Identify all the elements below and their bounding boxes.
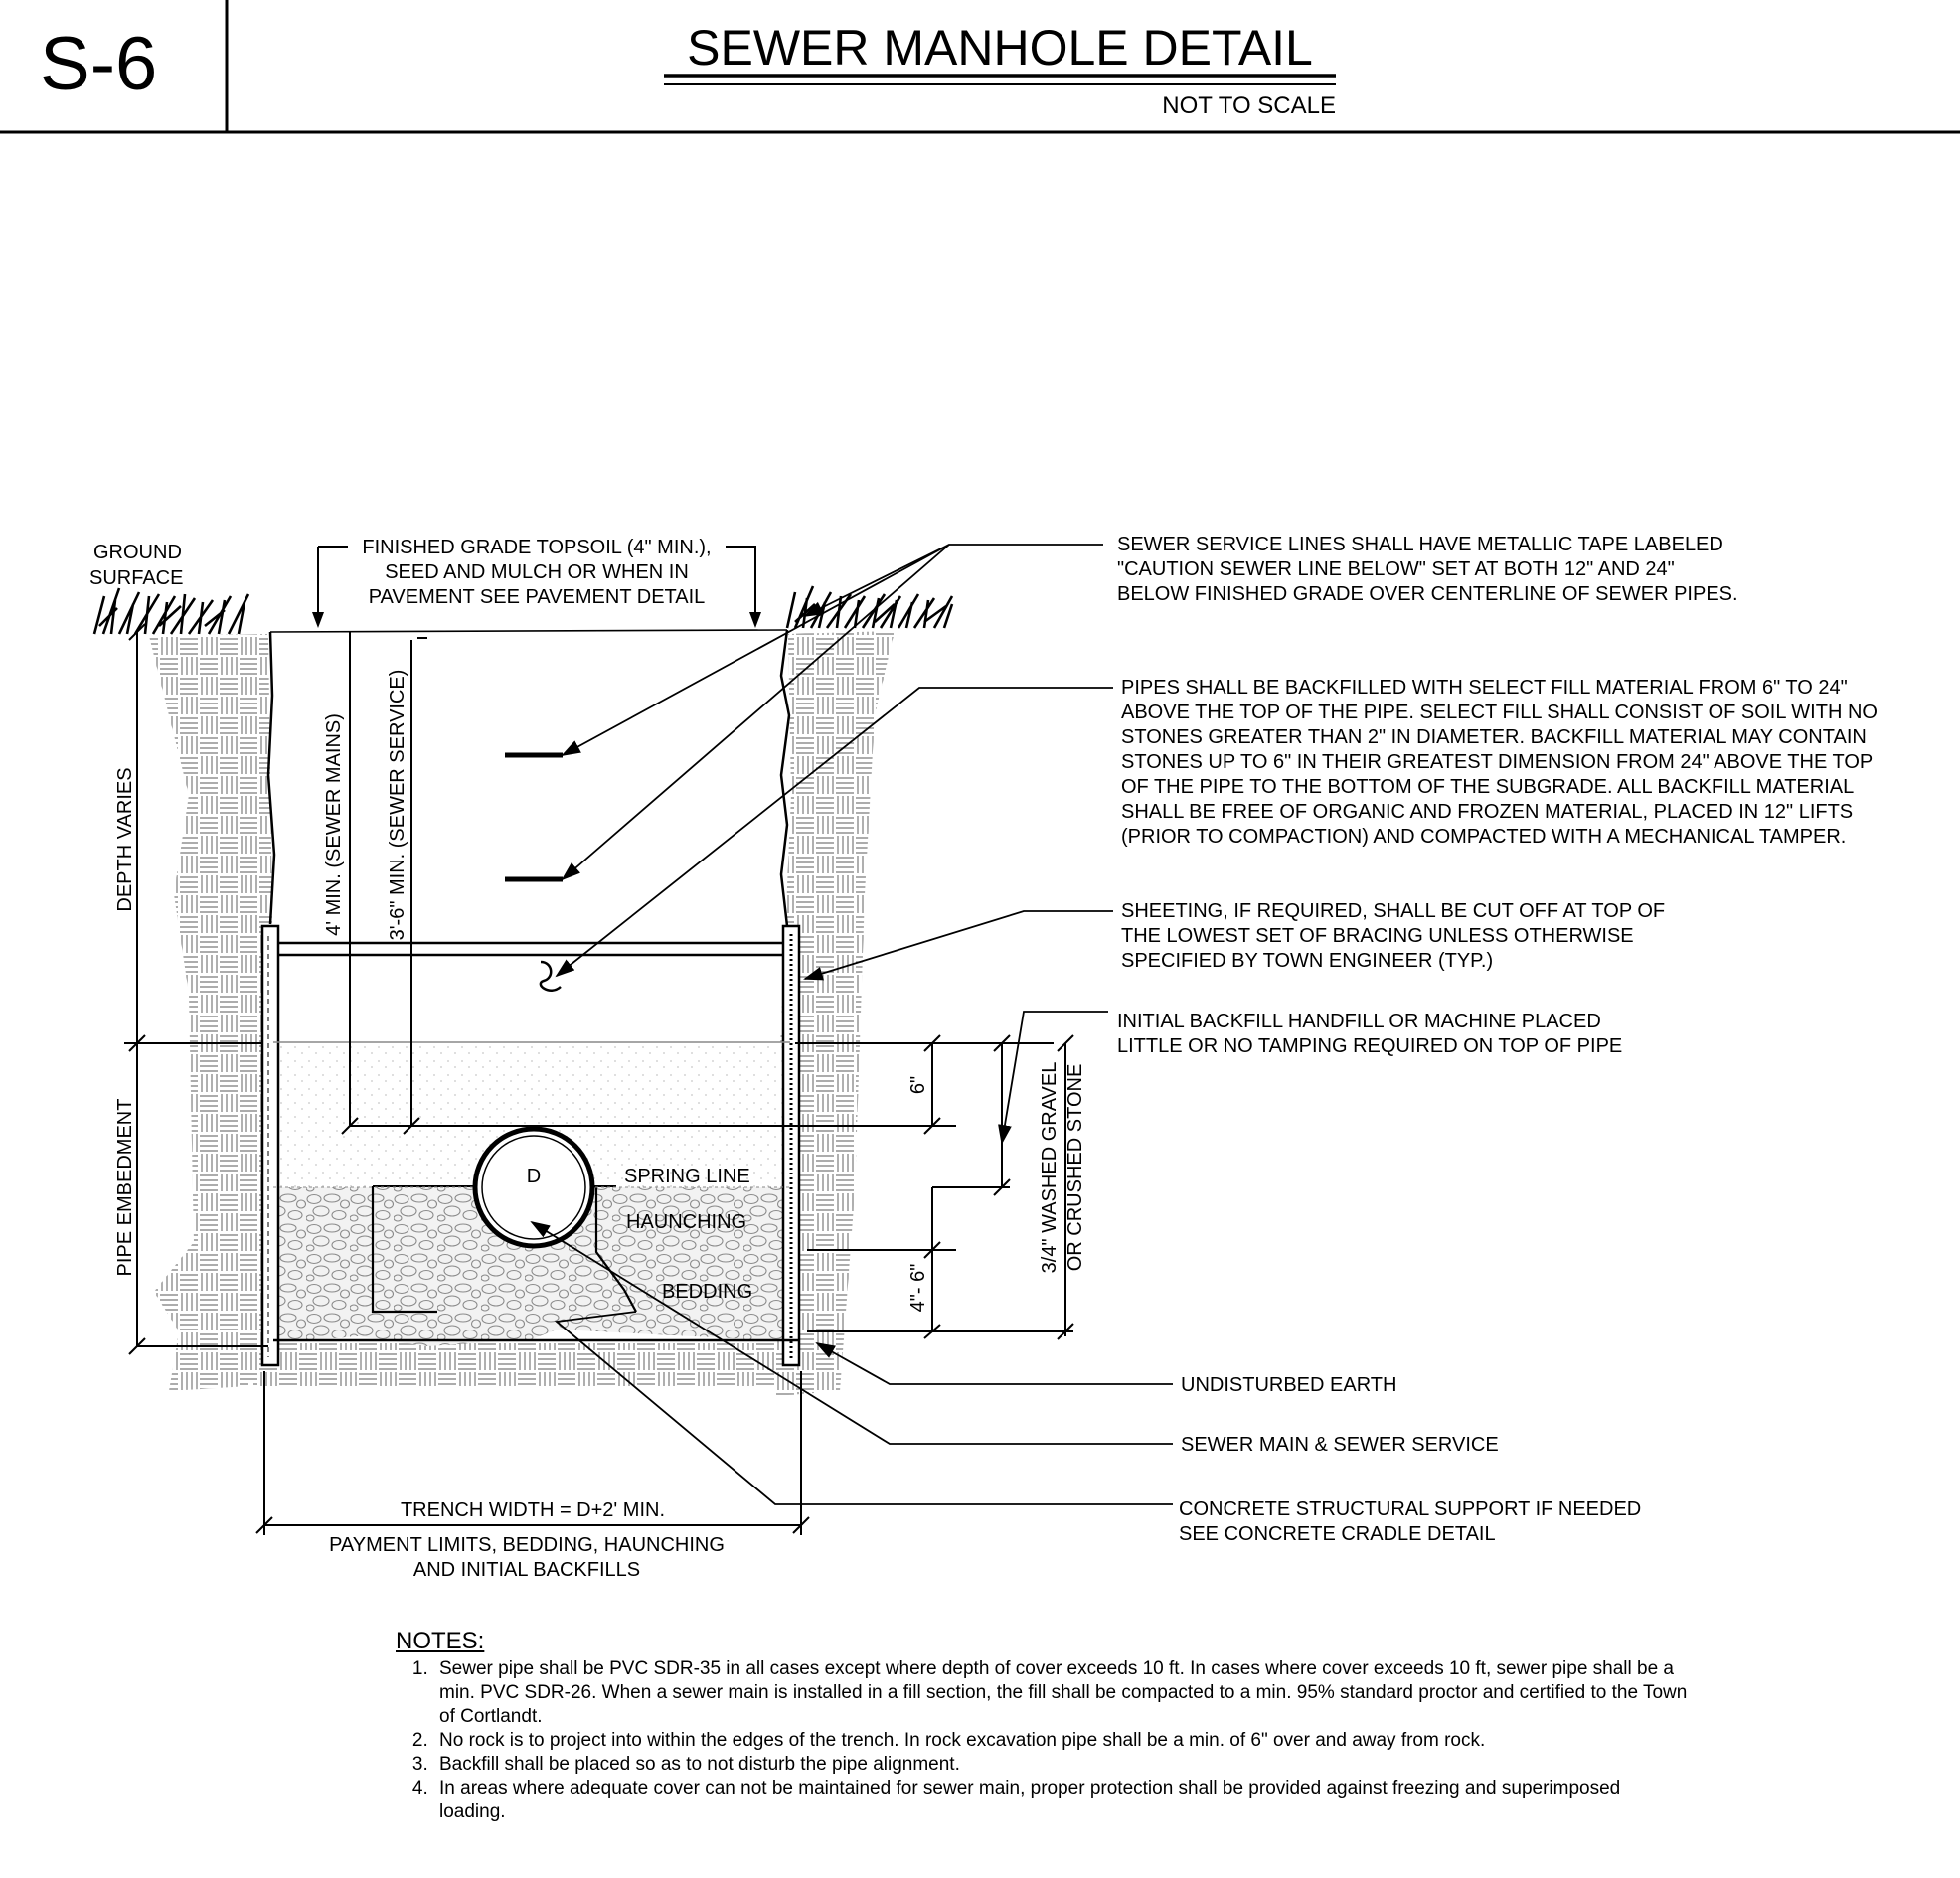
spring-line-label: SPRING LINE (624, 1166, 750, 1187)
washed-gravel-label-1: 3/4" WASHED GRAVEL (1039, 1062, 1061, 1274)
leader-lines (530, 544, 1173, 1505)
notes-title: NOTES: (396, 1628, 485, 1654)
grass-left (92, 587, 250, 635)
haunching-label: HAUNCHING (626, 1211, 746, 1233)
min-sewer-service-label: 3'-6" MIN. (SEWER SERVICE) (387, 670, 408, 941)
metallic-tape-note-2: "CAUTION SEWER LINE BELOW" SET AT BOTH 1… (1117, 558, 1675, 580)
backfill-note-5: OF THE PIPE TO THE BOTTOM OF THE SUBGRAD… (1121, 776, 1854, 798)
dimension-arrowheads (312, 612, 761, 628)
dim-4-6-label: 4"- 6" (907, 1264, 929, 1313)
payment-limits-label-1: PAYMENT LIMITS, BEDDING, HAUNCHING (329, 1534, 725, 1556)
sewer-main-note: SEWER MAIN & SEWER SERVICE (1181, 1434, 1499, 1456)
note-item: No rock is to project into within the ed… (433, 1729, 1688, 1753)
initial-backfill-note-1: INITIAL BACKFILL HANDFILL OR MACHINE PLA… (1117, 1011, 1601, 1032)
washed-gravel-label-2: OR CRUSHED STONE (1064, 1064, 1086, 1272)
trench-wall-left (266, 631, 276, 925)
concrete-support-note-1: CONCRETE STRUCTURAL SUPPORT IF NEEDED (1179, 1498, 1641, 1520)
metallic-tape-note-3: BELOW FINISHED GRADE OVER CENTERLINE OF … (1117, 583, 1738, 605)
left-earth (149, 634, 272, 1391)
backfill-note-3: STONES GREATER THAN 2" IN DIAMETER. BACK… (1121, 726, 1867, 748)
bedding-label: BEDDING (662, 1281, 752, 1303)
note-item: Backfill shall be placed so as to not di… (433, 1753, 1688, 1777)
title-block: S-6 SEWER MANHOLE DETAIL NOT TO SCALE (0, 0, 1960, 134)
notes-list: Sewer pipe shall be PVC SDR-35 in all ca… (396, 1657, 1688, 1824)
backfill-note-2: ABOVE THE TOP OF THE PIPE. SELECT FILL S… (1121, 702, 1878, 723)
drawing-labels: GROUND SURFACE FINISHED GRADE TOPSOIL (4… (89, 537, 1086, 1581)
pipe-diameter-label: D (527, 1166, 541, 1187)
trench-width-label: TRENCH WIDTH = D+2' MIN. (401, 1499, 665, 1521)
pipe-embedment-label: PIPE EMBEDMENT (114, 1099, 136, 1277)
page-title: SEWER MANHOLE DETAIL (687, 20, 1313, 76)
cut-mark (539, 960, 562, 992)
trench-wall-right (779, 629, 791, 927)
concrete-support-note-2: SEE CONCRETE CRADLE DETAIL (1179, 1523, 1496, 1545)
metallic-tape (505, 752, 563, 882)
bottom-earth (253, 1343, 800, 1386)
dim-6-label: 6" (907, 1076, 929, 1094)
metallic-tape-note-1: SEWER SERVICE LINES SHALL HAVE METALLIC … (1117, 534, 1723, 555)
backfill-note-1: PIPES SHALL BE BACKFILLED WITH SELECT FI… (1121, 677, 1848, 699)
note-item: In areas where adequate cover can not be… (433, 1777, 1688, 1824)
sheeting-left (260, 924, 280, 1367)
initial-backfill-note-2: LITTLE OR NO TAMPING REQUIRED ON TOP OF … (1117, 1035, 1622, 1057)
notes-section: NOTES: Sewer pipe shall be PVC SDR-35 in… (396, 1630, 1688, 1824)
callout-text: SEWER SERVICE LINES SHALL HAVE METALLIC … (1117, 534, 1878, 1545)
scale-note: NOT TO SCALE (1162, 92, 1336, 119)
sheeting-note-1: SHEETING, IF REQUIRED, SHALL BE CUT OFF … (1121, 900, 1665, 922)
sewer-pipe (472, 1126, 595, 1249)
dimension-lines (124, 546, 1074, 1535)
depth-varies-label: DEPTH VARIES (114, 767, 136, 911)
sheeting-right (781, 924, 801, 1367)
trench-section (92, 585, 956, 1396)
note-item: Sewer pipe shall be PVC SDR-35 in all ca… (433, 1657, 1688, 1729)
right-earth (775, 631, 895, 1396)
sheet-number: S-6 (40, 22, 157, 106)
sheeting-note-3: SPECIFIED BY TOWN ENGINEER (TYP.) (1121, 950, 1493, 972)
finished-grade-label-2: SEED AND MULCH OR WHEN IN (385, 561, 689, 583)
ground-surface-label-1: GROUND (93, 542, 182, 563)
min-sewer-mains-label: 4' MIN. (SEWER MAINS) (323, 713, 345, 936)
undisturbed-earth-note: UNDISTURBED EARTH (1181, 1374, 1396, 1396)
sheeting-note-2: THE LOWEST SET OF BRACING UNLESS OTHERWI… (1121, 925, 1634, 947)
finished-grade-label-3: PAVEMENT SEE PAVEMENT DETAIL (369, 586, 706, 608)
backfill-note-4: STONES UP TO 6" IN THEIR GREATEST DIMENS… (1121, 751, 1873, 773)
gravel-bedding (273, 1187, 790, 1346)
backfill-note-6: SHALL BE FREE OF ORGANIC AND FROZEN MATE… (1121, 801, 1853, 823)
finished-grade-label-1: FINISHED GRADE TOPSOIL (4" MIN.), (362, 537, 711, 558)
grass-right (785, 585, 954, 629)
ground-surface-label-2: SURFACE (89, 567, 183, 589)
backfill-note-7: (PRIOR TO COMPACTION) AND COMPACTED WITH… (1121, 826, 1846, 848)
bracing (278, 941, 783, 957)
payment-limits-label-2: AND INITIAL BACKFILLS (413, 1559, 640, 1581)
